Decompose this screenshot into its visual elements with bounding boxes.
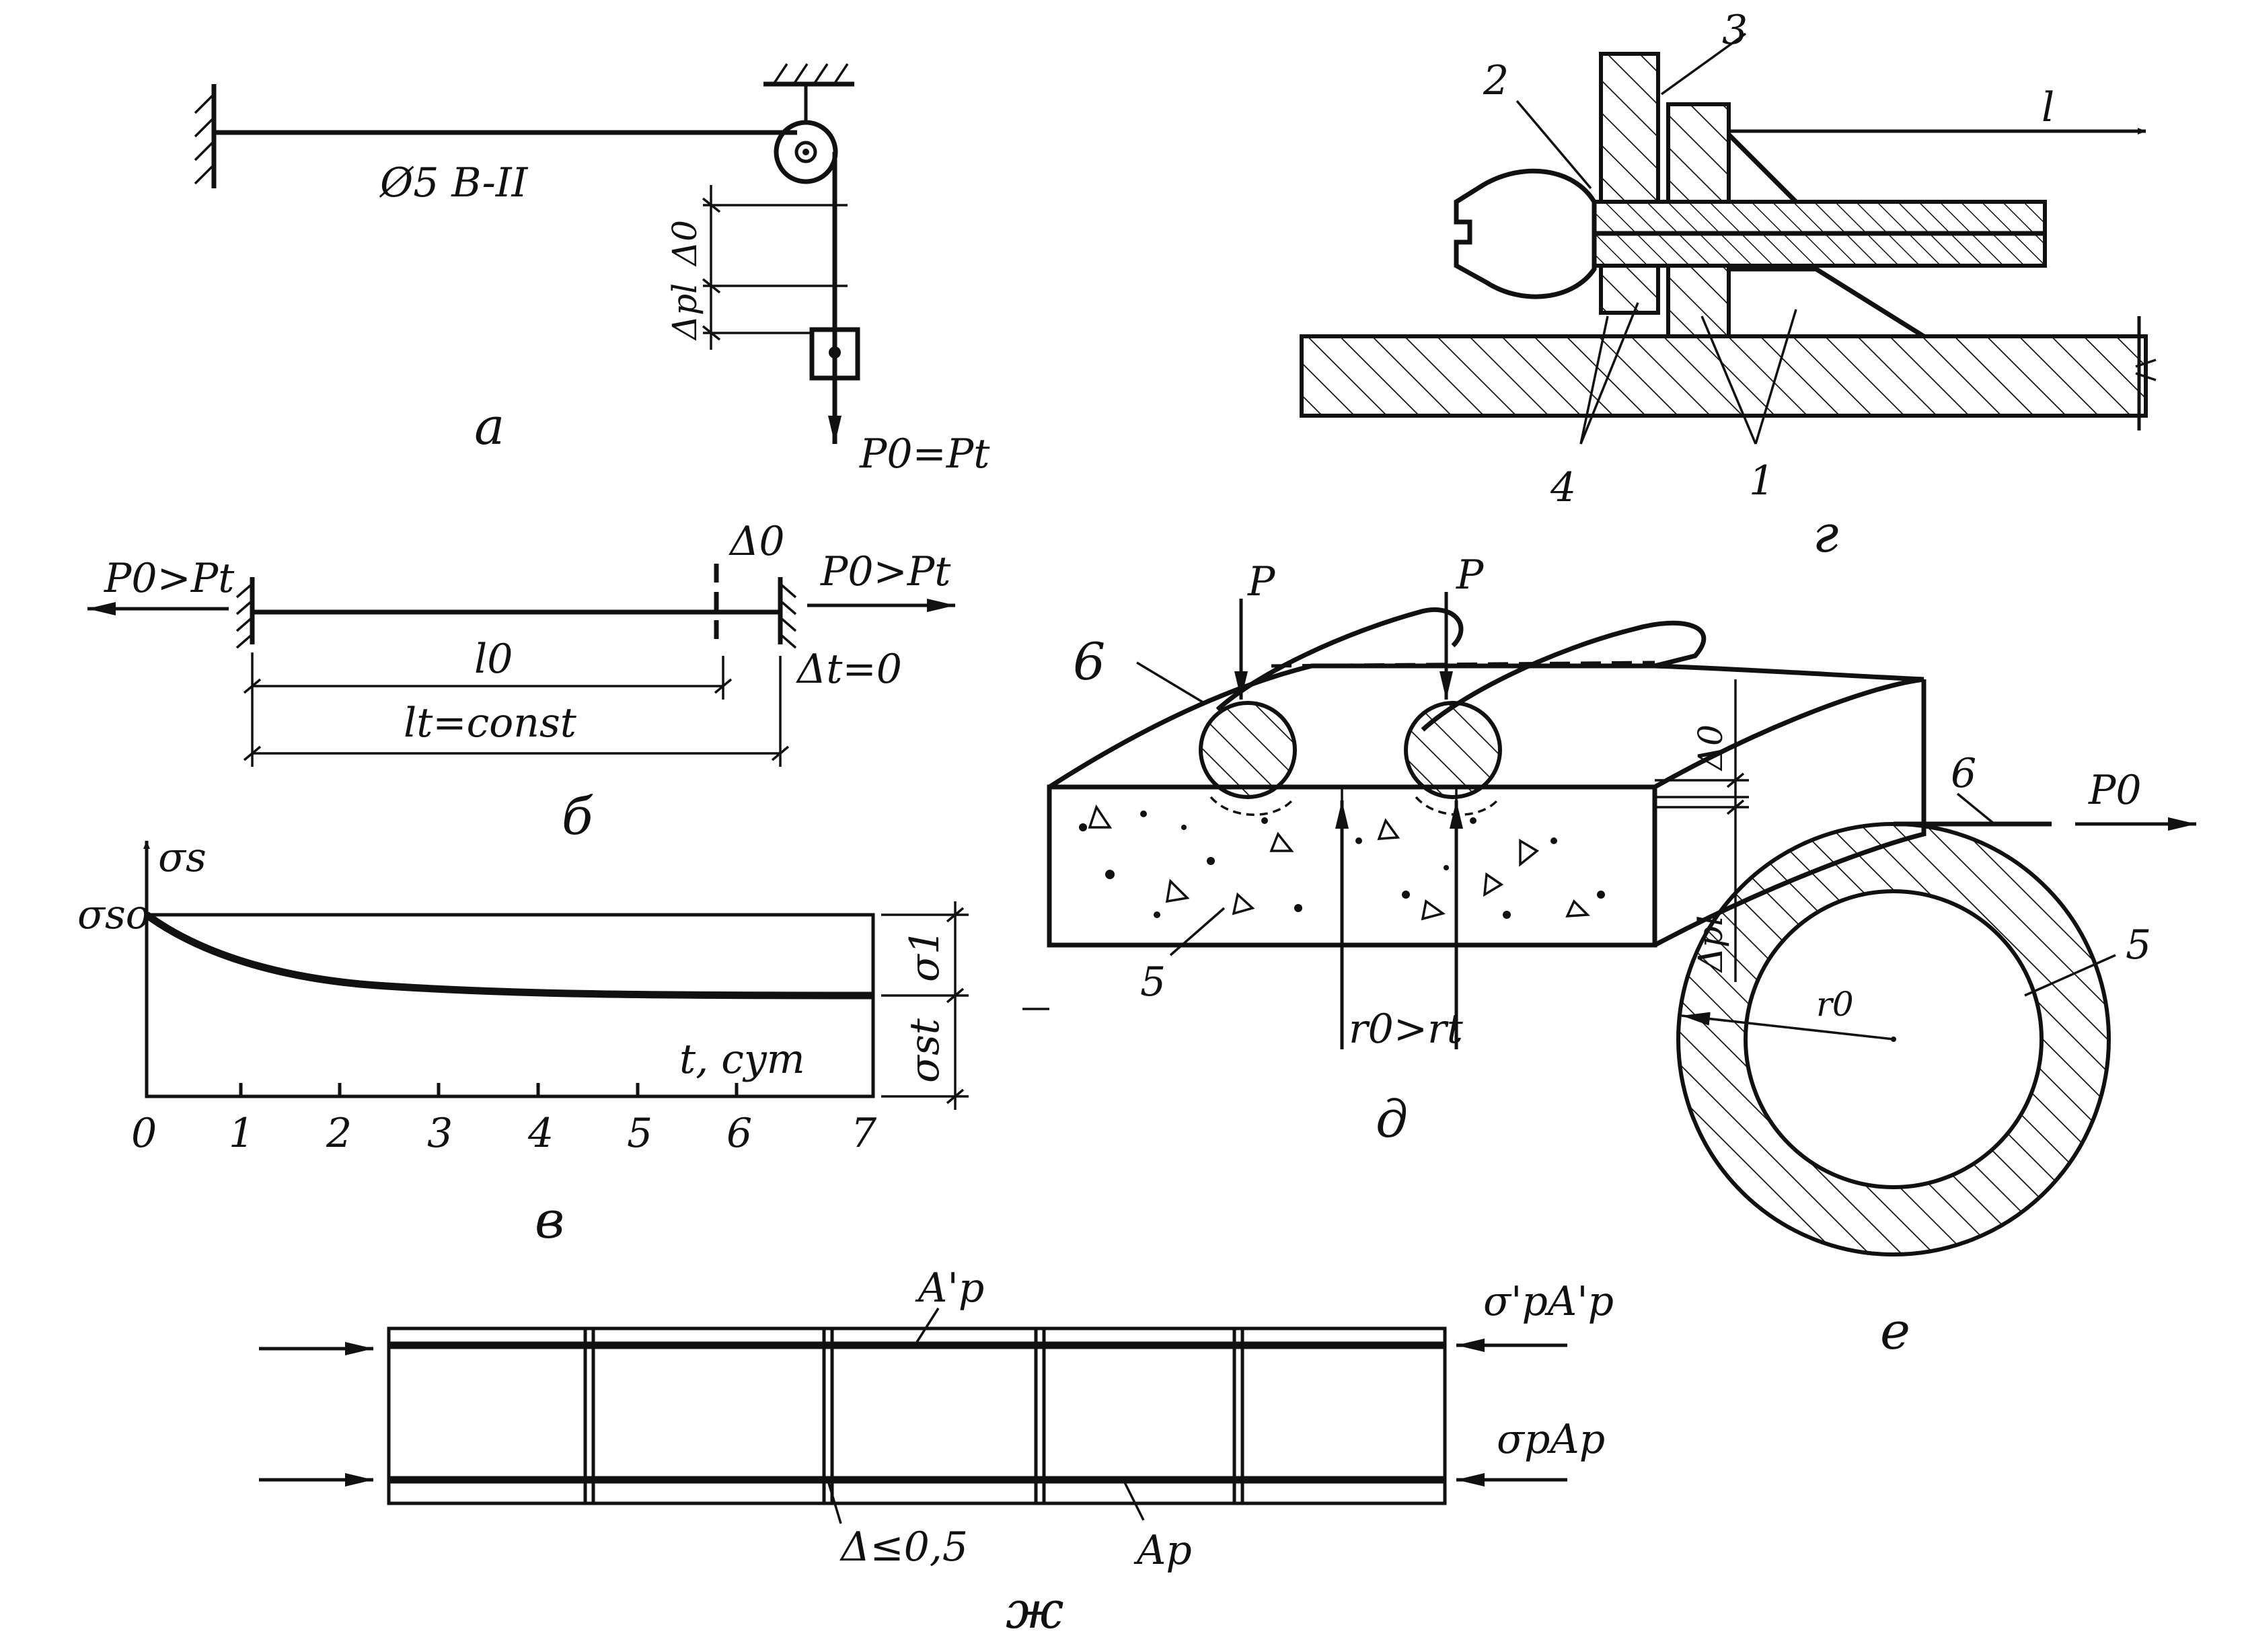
panel-b: P0>Pt P0>Pt Δ0 l0 lt=const Δt=0 б [87,518,955,846]
aggregate [1079,811,1605,919]
n5-e-label: 5 [2126,922,2151,969]
caption-e: e [1880,1301,1910,1361]
force-bot-label: σpAp [1497,1416,1605,1463]
tick-2: 2 [326,1110,352,1157]
tick-7: 7 [851,1110,877,1157]
ring-section [1676,822,2111,1256]
tick-1: 1 [229,1110,254,1157]
weight-block [809,327,860,381]
sigma1-label: σ1 [901,929,948,982]
force-top-label: σ'pA'p [1483,1278,1614,1325]
label-4: 4 [1550,464,1576,511]
wall-hatch-left [194,93,215,185]
caption-g: г [1813,504,1838,564]
label-1: 1 [1749,457,1774,504]
ap-prime-label: A'p [915,1265,984,1312]
delta-t-label: Δt=0 [796,646,902,693]
P1-label: P [1247,558,1276,605]
base-plate [1300,334,2148,418]
wall-hatch-b-right [779,583,797,649]
sigma-so-label: σso [77,891,150,938]
radius-label: r0>rt [1349,1006,1464,1053]
n6-d-label: 6 [1073,632,1105,691]
label-3: 3 [1722,7,1748,54]
support-hatch-top [772,63,849,85]
tick-5: 5 [627,1110,652,1157]
relaxation-curve [144,911,874,1000]
tick-6: 6 [726,1110,752,1157]
caption-a: a [474,396,504,456]
beam-outline [387,1326,1447,1505]
sigmast-label: σst [901,1018,948,1083]
caption-v: в [535,1190,564,1250]
wire-label: Ø5 B-II [379,159,529,206]
l0-label: l0 [474,636,513,683]
P2-label: P [1456,552,1485,599]
caption-zh: ж [1006,1580,1063,1640]
panel-e: 6 5 P0 r0 e [1676,750,2196,1361]
panel-a: Ø5 B-II Δ0 Δpl P0=Pt a [194,63,990,478]
gripper [1454,168,1597,299]
label-2: 2 [1483,57,1509,104]
lt-label: lt=const [404,700,577,747]
gap-label: Δ≤0,5 [839,1524,968,1571]
force-label: P0=Pt [859,430,990,478]
plate-1 [1666,102,1731,204]
ap-label: Ap [1133,1527,1192,1574]
panel-zh: A'p Ap σ'pA'p σpAp Δ≤0,5 ж [259,1265,1614,1640]
segment-joints [583,1328,1244,1503]
tick-0: 0 [131,1110,157,1157]
radius-e-label: r0 [1816,985,1854,1024]
deltapl-label: Δpl [665,283,704,341]
wire-section-1 [1199,701,1297,799]
n5-d-label: 5 [1140,959,1166,1006]
force-e-label: P0 [2088,767,2142,814]
y-axis-label: σs [158,834,207,881]
l-label: l [2042,84,2054,131]
caption-d: д [1376,1089,1408,1149]
panel-v: 0 1 2 3 4 5 6 7 σ1 σst σs σso t, cym в [77,834,969,1250]
plate-3 [1599,52,1660,204]
force-left-label: P0>Pt [104,555,235,602]
delta0-label: Δ0 [665,220,704,267]
caption-b: б [562,786,593,846]
aggregate-outlines [1088,804,1590,921]
wire-section-2 [1404,701,1502,799]
x-axis-ticks [239,1083,739,1096]
delta0-d-label: Δ0 [1691,724,1730,772]
x-axis-label: t, cym [679,1036,805,1083]
panel-g: 1 2 3 4 l г [1300,7,2157,564]
wall-hatch-b-left [235,583,254,649]
concrete-block [1047,784,1657,948]
tick-3: 3 [427,1110,453,1157]
n6-e-label: 6 [1951,750,1976,797]
force-right-label: P0>Pt [820,548,951,595]
delta0-b-label: Δ0 [728,518,785,565]
tick-4: 4 [527,1110,554,1157]
